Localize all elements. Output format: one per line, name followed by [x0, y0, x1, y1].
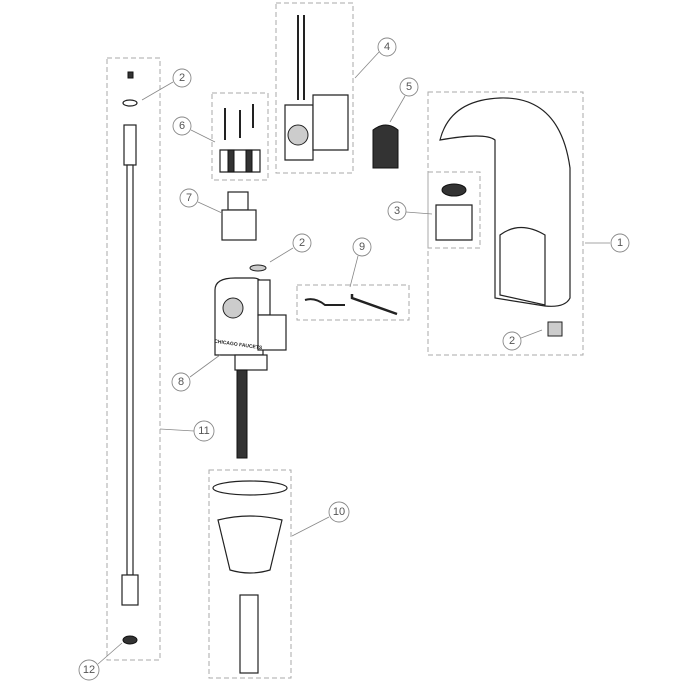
svg-text:7: 7: [186, 192, 192, 204]
valve-body-part: CHICAGO FAUCETS: [214, 277, 287, 459]
svg-text:6: 6: [179, 120, 185, 132]
svg-text:2: 2: [299, 237, 305, 249]
svg-text:2: 2: [179, 72, 185, 84]
group-box-mounting: [208, 469, 292, 679]
svg-text:1: 1: [617, 237, 623, 249]
callout-5: 5: [399, 77, 419, 97]
svg-text:8: 8: [178, 376, 184, 388]
mounting-hardware-part: [212, 480, 288, 674]
supply-hose-part: [121, 71, 139, 645]
leader-lines: [97, 51, 610, 665]
svg-text:3: 3: [394, 205, 400, 217]
solenoid-valve-part: [221, 191, 267, 272]
svg-text:10: 10: [333, 506, 345, 518]
group-box-sensor: [275, 2, 354, 174]
svg-text:5: 5: [406, 81, 412, 93]
callout-2b: 2: [292, 233, 312, 253]
svg-text:9: 9: [359, 241, 365, 253]
callout-11: 11: [193, 420, 215, 442]
tools-part: [304, 294, 398, 316]
group-box-hose: [106, 57, 161, 661]
callout-6: 6: [172, 116, 192, 136]
aerator-part: [435, 183, 473, 241]
callout-9: 9: [352, 237, 372, 257]
svg-text:11: 11: [198, 425, 209, 437]
spout-part: [439, 97, 571, 337]
callout-2c: 2: [502, 331, 522, 351]
screws-and-bracket-part: [219, 104, 261, 173]
svg-text:4: 4: [384, 41, 390, 53]
callout-10: 10: [328, 501, 350, 523]
svg-text:2: 2: [509, 335, 515, 347]
callout-2a: 2: [172, 68, 192, 88]
callout-3: 3: [387, 201, 407, 221]
callout-12: 12: [78, 659, 100, 681]
washer-part: [249, 264, 267, 272]
callout-4: 4: [377, 37, 397, 57]
group-box-aerator: [427, 171, 481, 249]
svg-text:12: 12: [83, 664, 95, 676]
callout-1: 1: [610, 233, 630, 253]
group-box-screws: [211, 92, 269, 181]
callout-8: 8: [171, 372, 191, 392]
callout-7: 7: [179, 188, 199, 208]
cover-cap-part: [372, 124, 399, 169]
sensor-module-part: [284, 15, 349, 161]
group-box-tools: [296, 284, 410, 321]
